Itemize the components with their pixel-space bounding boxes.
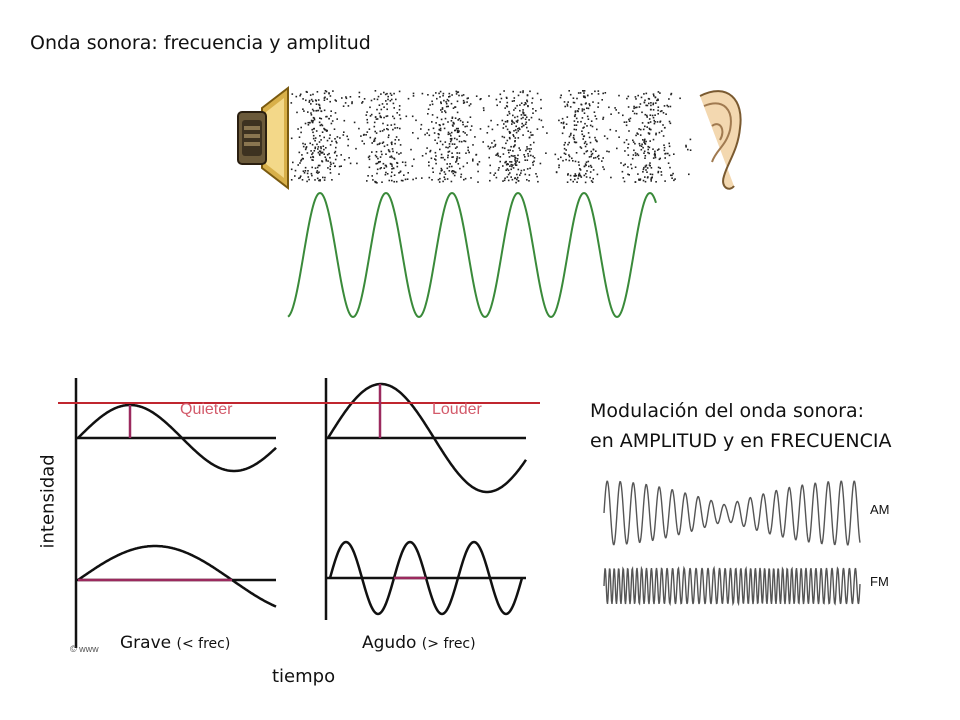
sound-wave-line <box>287 191 657 319</box>
compression-dots <box>290 90 692 184</box>
quieter-label: Quieter <box>180 401 233 418</box>
agudo-note: (> frec) <box>421 636 476 652</box>
modulation-heading-line-1: Modulación del onda sonora: <box>590 400 864 422</box>
low-frequency-wave <box>77 544 277 608</box>
grave-label: Grave <box>120 633 172 653</box>
page-title: Onda sonora: frecuencia y amplitud <box>30 32 371 54</box>
y-axis-label: intensidad <box>37 454 59 549</box>
louder-label: Louder <box>432 401 482 418</box>
ear-icon <box>699 90 742 190</box>
x-axis-label: tiempo <box>272 666 336 687</box>
fm-modulated-wave <box>603 565 861 607</box>
copyright-mark: © www <box>70 644 99 654</box>
fm-label: FM <box>870 574 889 589</box>
quieter-wave <box>77 403 277 473</box>
agudo-label: Agudo <box>362 633 417 653</box>
grave-caption: Grave (< frec) <box>120 633 230 653</box>
am-modulated-wave <box>603 480 861 546</box>
louder-wave <box>326 382 528 494</box>
speaker-icon <box>237 85 289 191</box>
am-label: AM <box>870 502 890 517</box>
agudo-caption: Agudo (> frec) <box>362 633 476 653</box>
grave-note: (< frec) <box>176 636 231 652</box>
modulation-heading-line-2: en AMPLITUD y en FRECUENCIA <box>590 430 892 452</box>
amplitude-markers <box>78 384 426 582</box>
